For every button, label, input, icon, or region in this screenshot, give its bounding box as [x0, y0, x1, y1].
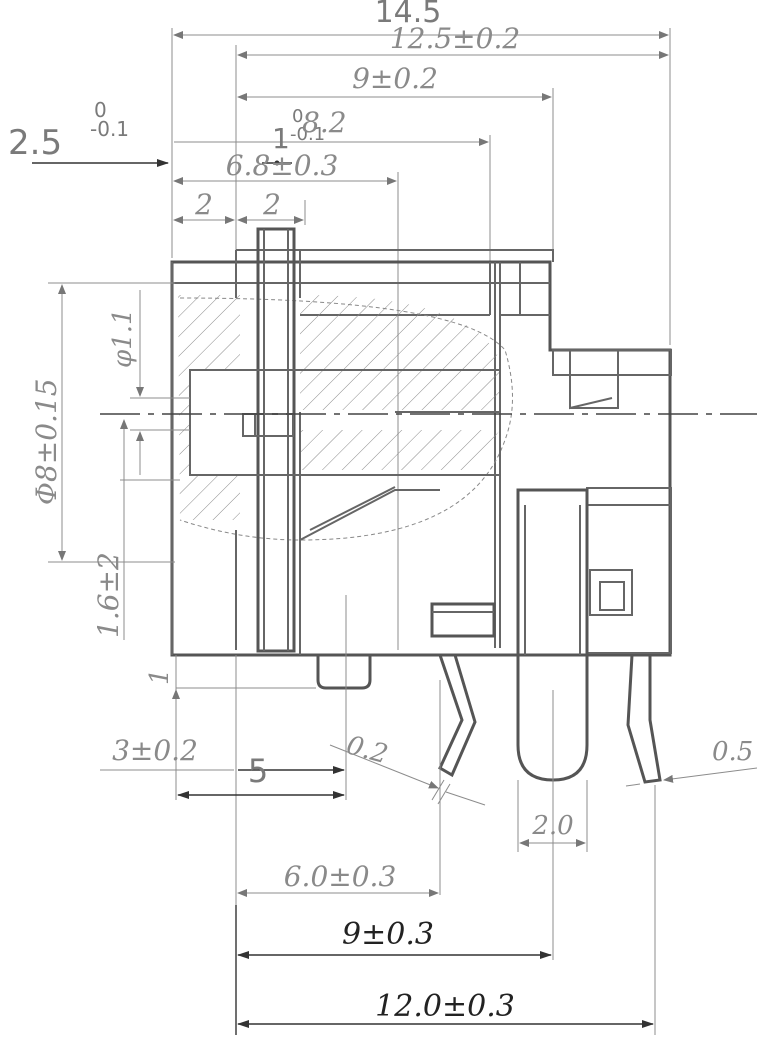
left-dimensions: Φ8±0.15 φ1.1 1.6±2	[30, 282, 190, 640]
label-pin-1-tol-lower: -0.1	[290, 124, 325, 145]
label-9-bottom: 9±0.3	[342, 917, 434, 952]
label-12-0: 12.0±0.3	[375, 989, 515, 1024]
label-2-5-tol-lower: -0.1	[90, 117, 129, 141]
top-rim	[236, 249, 554, 262]
label-6-0: 6.0±0.3	[284, 860, 397, 893]
label-12-5: 12.5±0.2	[390, 22, 520, 55]
label-5: 5	[248, 752, 268, 790]
solder-leg-left	[438, 654, 477, 778]
label-6-8: 6.8±0.3	[226, 149, 339, 182]
label-2-0: 2.0	[531, 811, 573, 841]
label-2-5: 2.5	[8, 123, 62, 163]
label-2-5-tol-upper: 0	[94, 98, 107, 122]
label-2-a: 2	[194, 188, 213, 221]
signal-pin	[256, 227, 296, 653]
label-phi-8: Φ8±0.15	[30, 378, 63, 505]
solder-leg-right	[626, 654, 662, 784]
label-8-2: 8.2	[302, 106, 347, 139]
label-pin-1: 1	[272, 122, 290, 155]
slot	[430, 602, 496, 638]
label-0-2: 0.2	[343, 730, 391, 770]
label-2-b: 2	[262, 188, 281, 221]
label-14-5: 14.5	[375, 0, 442, 30]
label-3: 3±0.2	[112, 734, 198, 767]
label-pin-1-tol-upper: 0	[292, 106, 303, 127]
label-1-6: 1.6±2	[92, 552, 125, 638]
pin-tab	[242, 413, 294, 437]
label-phi-1-1: φ1.1	[108, 308, 138, 368]
label-0-5: 0.5	[712, 737, 753, 767]
top-dimensions: 14.5 12.5±0.2 9±0.2 2.5 0 -0.1 1 0 -0.1 …	[8, 0, 671, 650]
mount-peg	[316, 655, 372, 690]
lower-dimensions: 1 3±0.2 5 0.2 0.5 2.0 6.0±0.3 9±0.3 12.0…	[100, 595, 757, 1035]
pin-1-dot	[274, 160, 280, 166]
label-9-top: 9±0.2	[352, 62, 438, 95]
connector-body	[100, 227, 757, 784]
label-1: 1	[145, 668, 175, 685]
